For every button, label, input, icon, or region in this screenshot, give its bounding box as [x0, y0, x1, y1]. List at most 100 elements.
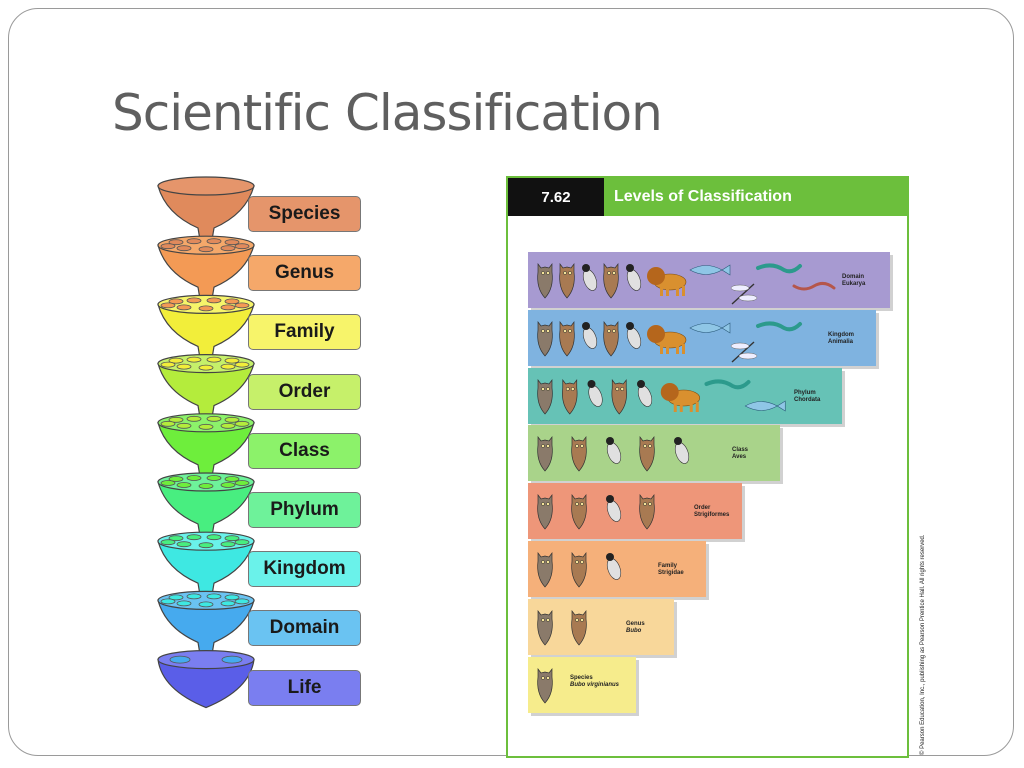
- lizard-icon: [756, 263, 802, 274]
- bird-icon: [606, 553, 622, 580]
- owl-icon: [537, 436, 553, 472]
- rank-creatures-class: [537, 436, 690, 472]
- owl-icon: [639, 494, 655, 530]
- funnel-graphic: [157, 176, 255, 709]
- bird-icon: [626, 321, 642, 349]
- figure-header: 7.62 Levels of Classification: [508, 178, 907, 216]
- rank-creatures-domain: [537, 262, 836, 305]
- bird-icon: [674, 437, 690, 465]
- bird-icon: [626, 264, 642, 291]
- rank-name: Species: [570, 674, 593, 681]
- level-label-phylum: Phylum: [248, 492, 361, 528]
- bird-icon: [587, 379, 603, 407]
- owl-icon: [603, 320, 619, 357]
- owl-icon: [571, 494, 587, 530]
- owl-icon: [571, 609, 587, 646]
- taxon-name: Eukarya: [842, 281, 866, 287]
- taxon-name: Chordata: [794, 396, 821, 403]
- level-label-life: Life: [248, 669, 361, 706]
- funnel-cone-life: [157, 649, 255, 709]
- lizard-icon: [704, 379, 751, 389]
- rank-name: Phylum: [794, 389, 816, 396]
- owl-icon: [537, 551, 553, 588]
- rank-creatures-order: [537, 494, 655, 530]
- owl-icon: [537, 494, 553, 530]
- funnel-cone-family: [157, 294, 255, 359]
- funnel-cone-order: [157, 354, 255, 419]
- rank-name: Family: [658, 563, 678, 569]
- rank-creatures-family: [537, 551, 622, 588]
- taxon-name: Strigidae: [658, 570, 684, 576]
- taxon-name: Bubo virginianus: [570, 681, 620, 688]
- level-label-domain: Domain: [248, 610, 361, 647]
- copyright-note: © Pearson Education, Inc., publishing as…: [909, 534, 926, 755]
- funnel-cone-species: [157, 176, 255, 241]
- taxon-name: Animalia: [828, 338, 854, 345]
- owl-icon: [611, 378, 627, 415]
- rank-name: Domain: [842, 274, 865, 280]
- owl-icon: [537, 262, 553, 299]
- bird-icon: [606, 437, 622, 465]
- owl-icon: [639, 436, 655, 472]
- taxon-name: Aves: [732, 454, 747, 461]
- rank-creatures-phylum: [537, 378, 786, 415]
- level-label-family: Family: [248, 314, 361, 351]
- rank-name: Class: [732, 447, 749, 454]
- funnel-cone-phylum: [157, 472, 255, 537]
- lizard-icon: [756, 321, 802, 332]
- level-label-species: Species: [248, 196, 361, 232]
- figure-number: 7.62: [508, 178, 604, 216]
- bird-icon: [582, 264, 598, 291]
- owl-icon: [559, 262, 575, 299]
- owl-icon: [537, 320, 553, 357]
- lion-icon: [647, 324, 687, 354]
- figure-title: Levels of Classification: [604, 178, 907, 216]
- level-label-class: Class: [248, 432, 361, 469]
- owl-icon: [537, 609, 553, 646]
- slide-title: Scientific Classification: [112, 84, 663, 142]
- rank-creatures-kingdom: [537, 320, 802, 363]
- dragonfly-icon: [730, 283, 758, 305]
- owl-icon: [562, 378, 578, 415]
- bird-icon: [606, 495, 622, 523]
- level-label-genus: Genus: [248, 255, 361, 292]
- bird-icon: [582, 321, 598, 349]
- funnel-cone-class: [157, 413, 255, 478]
- owl-icon: [603, 262, 619, 299]
- rank-creatures-genus: [537, 609, 587, 646]
- funnel-cone-genus: [157, 235, 255, 300]
- owl-icon: [571, 551, 587, 588]
- rank-creatures-species: [537, 667, 553, 704]
- level-label-order: Order: [248, 373, 361, 410]
- taxon-name: Bubo: [626, 627, 642, 634]
- fish-icon: [744, 400, 786, 412]
- lion-icon: [660, 382, 701, 412]
- fish-icon: [689, 322, 731, 334]
- rank-name: Kingdom: [828, 331, 854, 338]
- owl-icon: [571, 436, 587, 472]
- bird-icon: [637, 379, 653, 407]
- fish-icon: [689, 264, 731, 276]
- taxon-name: Strigiformes: [694, 512, 730, 519]
- rank-name: Order: [694, 505, 711, 512]
- rank-name: Genus: [626, 620, 645, 627]
- funnel-cone-kingdom: [157, 531, 255, 596]
- level-label-kingdom: Kingdom: [248, 551, 361, 588]
